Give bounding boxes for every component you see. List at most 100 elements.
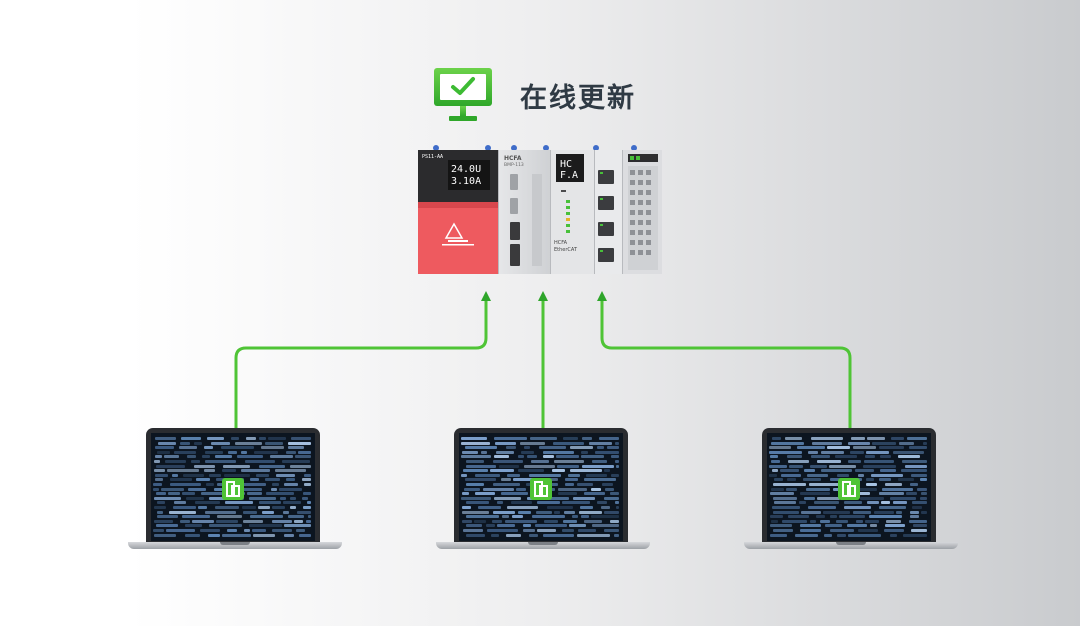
code-line [286, 450, 296, 454]
code-line [523, 529, 535, 532]
code-line [153, 483, 162, 486]
code-line [169, 510, 196, 514]
code-line [464, 487, 480, 491]
code-line [856, 519, 863, 523]
code-line [245, 460, 275, 463]
code-line [241, 469, 270, 473]
code-line [466, 483, 484, 486]
code-line [774, 478, 783, 482]
app-update-icon [838, 478, 860, 500]
code-line [821, 450, 844, 454]
code-line [866, 450, 889, 454]
code-line [874, 510, 894, 514]
code-line [592, 524, 619, 528]
code-line [893, 501, 907, 505]
code-line [848, 533, 881, 537]
code-line [860, 496, 884, 500]
laptop-screen [459, 433, 623, 541]
code-line [265, 478, 280, 482]
code-line [885, 483, 902, 486]
code-line [565, 478, 578, 482]
code-line [290, 464, 311, 468]
code-line [867, 501, 879, 505]
code-line [558, 487, 587, 491]
code-line [506, 533, 521, 537]
code-line [214, 487, 224, 491]
code-line [250, 478, 259, 482]
code-line [492, 519, 502, 523]
code-line [865, 519, 879, 523]
code-line [518, 455, 524, 459]
code-line [855, 469, 874, 473]
code-line [474, 519, 486, 523]
code-line [848, 441, 870, 445]
code-line [810, 519, 816, 523]
code-line [911, 529, 927, 532]
laptop-base-notch [836, 542, 866, 545]
code-line [282, 460, 310, 463]
code-line [165, 460, 186, 463]
code-line [578, 529, 596, 532]
code-line [499, 464, 519, 468]
code-line [166, 529, 195, 532]
code-line [194, 441, 202, 445]
code-line [610, 519, 619, 523]
code-line [787, 455, 802, 459]
code-line [463, 529, 483, 532]
code-line [249, 524, 282, 528]
code-line [465, 478, 496, 482]
power-display-line1: 24.0U [451, 164, 481, 175]
header: 在线更新 [432, 66, 636, 124]
code-line [237, 455, 263, 459]
cpu-model: BMP-113 [504, 162, 524, 168]
code-line [211, 441, 230, 445]
code-line [183, 473, 204, 477]
code-line [584, 519, 602, 523]
code-line [782, 519, 807, 523]
status-display-line1: HC [560, 159, 572, 170]
code-line [563, 437, 578, 440]
code-line [769, 446, 791, 450]
code-line [577, 533, 610, 537]
code-line [506, 446, 516, 450]
code-line [890, 496, 916, 500]
code-line [288, 446, 304, 450]
code-line [271, 487, 277, 491]
code-line [923, 441, 927, 445]
code-line [201, 492, 233, 496]
code-line [579, 510, 602, 514]
code-line [616, 506, 619, 509]
code-line [280, 496, 286, 500]
code-line [242, 506, 256, 509]
code-line [913, 524, 927, 528]
code-line [225, 501, 253, 505]
code-line [615, 501, 619, 505]
code-line [797, 446, 825, 450]
code-line [879, 492, 904, 496]
code-line [518, 510, 531, 514]
code-line [570, 469, 602, 473]
code-line [853, 510, 871, 514]
code-line [153, 487, 159, 491]
code-line [771, 487, 784, 491]
code-line [800, 492, 830, 496]
code-line [898, 455, 920, 459]
code-line [298, 450, 311, 454]
code-line [154, 496, 181, 500]
code-line [780, 469, 799, 473]
code-line [539, 446, 566, 450]
code-line [581, 455, 604, 459]
code-line [181, 437, 201, 440]
code-line [871, 473, 903, 477]
code-line [461, 473, 467, 477]
code-line [186, 496, 204, 500]
code-line [770, 515, 783, 519]
code-line [284, 533, 294, 537]
code-line [493, 483, 520, 486]
code-line [516, 487, 526, 491]
code-line [912, 501, 927, 505]
code-line [511, 501, 532, 505]
code-line [580, 506, 593, 509]
code-line [507, 506, 538, 509]
code-line [901, 469, 927, 473]
